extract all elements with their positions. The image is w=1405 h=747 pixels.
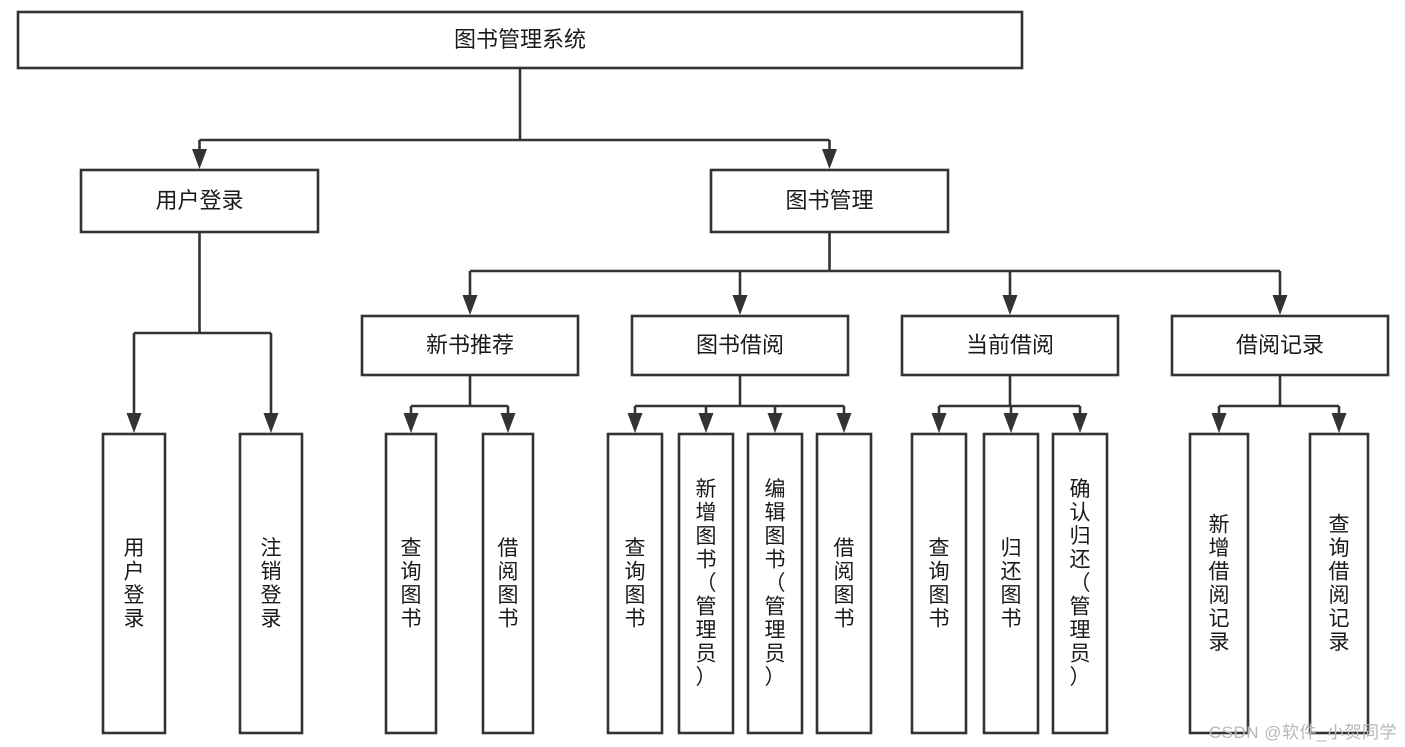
node-book-borrow-box: [630, 314, 850, 377]
node-leaf-query-book-3-box: [910, 432, 968, 735]
node-leaf-add-record[interactable]: 新增借阅记录: [1188, 432, 1250, 735]
node-leaf-add-record-label: 新增借阅记录: [1209, 513, 1230, 654]
node-book-management-box: [709, 168, 950, 234]
node-leaf-return-book-box: [982, 432, 1040, 735]
node-leaf-borrow-book-1-box: [481, 432, 535, 735]
node-user-login-label: 用户登录: [155, 188, 243, 213]
node-book-borrow[interactable]: 图书借阅: [630, 314, 850, 377]
nodes-layer: 图书管理系统用户登录图书管理新书推荐图书借阅当前借阅借阅记录用户登录注销登录查询…: [16, 10, 1390, 735]
node-leaf-return-book-label: 归还图书: [1001, 537, 1022, 631]
node-book-management-label: 图书管理: [785, 188, 873, 213]
node-leaf-edit-book[interactable]: 编辑图书（管理员）: [746, 432, 804, 735]
node-root[interactable]: 图书管理系统: [16, 10, 1024, 70]
node-leaf-confirm-return[interactable]: 确认归还（管理员）: [1051, 432, 1109, 735]
arrow-head-to-leaf-add-book: [698, 413, 714, 433]
node-leaf-query-record[interactable]: 查询借阅记录: [1308, 432, 1370, 735]
node-user-login[interactable]: 用户登录: [79, 168, 320, 234]
node-leaf-query-record-label: 查询借阅记录: [1329, 513, 1350, 654]
connectors-layer: [126, 68, 1347, 433]
node-current-borrow-label: 当前借阅: [966, 332, 1054, 357]
node-leaf-add-record-box: [1188, 432, 1250, 735]
node-current-borrow[interactable]: 当前借阅: [900, 314, 1120, 377]
node-book-management[interactable]: 图书管理: [709, 168, 950, 234]
node-leaf-borrow-book-2[interactable]: 借阅图书: [815, 432, 873, 735]
node-new-book-recommend-label: 新书推荐: [426, 332, 514, 357]
node-leaf-logout-box: [238, 432, 304, 735]
node-leaf-add-book-label: 新增图书（管理员）: [696, 478, 717, 689]
arrow-head-to-leaf-query-book-2: [627, 413, 643, 433]
node-user-login-box: [79, 168, 320, 234]
arrow-head-to-leaf-logout: [263, 413, 279, 433]
node-leaf-query-book-1[interactable]: 查询图书: [384, 432, 438, 735]
arrow-head-to-book-borrow: [732, 295, 748, 315]
arrow-head-to-leaf-borrow-book-2: [836, 413, 852, 433]
arrow-head-to-leaf-query-book-1: [403, 413, 419, 433]
node-leaf-borrow-book-2-box: [815, 432, 873, 735]
arrow-head-to-borrow-records: [1272, 295, 1288, 315]
arrow-head-to-leaf-user-login: [126, 413, 142, 433]
arrow-head-to-leaf-edit-book: [767, 413, 783, 433]
node-leaf-query-book-3-label: 查询图书: [929, 537, 950, 631]
node-leaf-query-record-box: [1308, 432, 1370, 735]
arrow-head-to-user-login: [192, 149, 207, 169]
arrow-head-to-current-borrow: [1002, 295, 1018, 315]
node-book-borrow-label: 图书借阅: [696, 332, 784, 357]
arrow-head-to-leaf-return-book: [1003, 413, 1019, 433]
arrow-head-to-book-management: [822, 149, 837, 169]
node-leaf-borrow-book-1[interactable]: 借阅图书: [481, 432, 535, 735]
node-leaf-query-book-2-box: [606, 432, 664, 735]
node-new-book-recommend[interactable]: 新书推荐: [360, 314, 580, 377]
node-leaf-confirm-return-label: 确认归还（管理员）: [1070, 478, 1091, 689]
node-leaf-logout-label: 注销登录: [261, 537, 282, 631]
arrow-head-to-new-book-recommend: [462, 295, 478, 315]
node-leaf-edit-book-box: [746, 432, 804, 735]
node-leaf-confirm-return-box: [1051, 432, 1109, 735]
node-borrow-records[interactable]: 借阅记录: [1170, 314, 1390, 377]
node-leaf-edit-book-label: 编辑图书（管理员）: [765, 478, 786, 689]
node-root-box: [16, 10, 1024, 70]
node-borrow-records-label: 借阅记录: [1236, 332, 1324, 357]
node-leaf-query-book-1-box: [384, 432, 438, 735]
node-leaf-user-login-label: 用户登录: [124, 537, 145, 631]
node-leaf-query-book-2[interactable]: 查询图书: [606, 432, 664, 735]
node-leaf-borrow-book-1-label: 借阅图书: [498, 537, 519, 631]
arrow-head-to-leaf-add-record: [1211, 413, 1227, 433]
node-leaf-add-book[interactable]: 新增图书（管理员）: [677, 432, 735, 735]
arrow-head-to-leaf-query-book-3: [931, 413, 947, 433]
node-leaf-return-book[interactable]: 归还图书: [982, 432, 1040, 735]
arrow-head-to-leaf-confirm-return: [1072, 413, 1088, 433]
arrow-head-to-leaf-query-record: [1331, 413, 1347, 433]
node-borrow-records-box: [1170, 314, 1390, 377]
node-leaf-logout[interactable]: 注销登录: [238, 432, 304, 735]
node-root-label: 图书管理系统: [454, 27, 586, 52]
node-leaf-user-login-box: [101, 432, 167, 735]
node-leaf-user-login[interactable]: 用户登录: [101, 432, 167, 735]
node-leaf-add-book-box: [677, 432, 735, 735]
node-leaf-query-book-1-label: 查询图书: [401, 537, 422, 631]
node-leaf-query-book-2-label: 查询图书: [625, 537, 646, 631]
node-current-borrow-box: [900, 314, 1120, 377]
node-leaf-query-book-3[interactable]: 查询图书: [910, 432, 968, 735]
node-new-book-recommend-box: [360, 314, 580, 377]
node-leaf-borrow-book-2-label: 借阅图书: [834, 537, 855, 631]
arrow-head-to-leaf-borrow-book-1: [500, 413, 516, 433]
